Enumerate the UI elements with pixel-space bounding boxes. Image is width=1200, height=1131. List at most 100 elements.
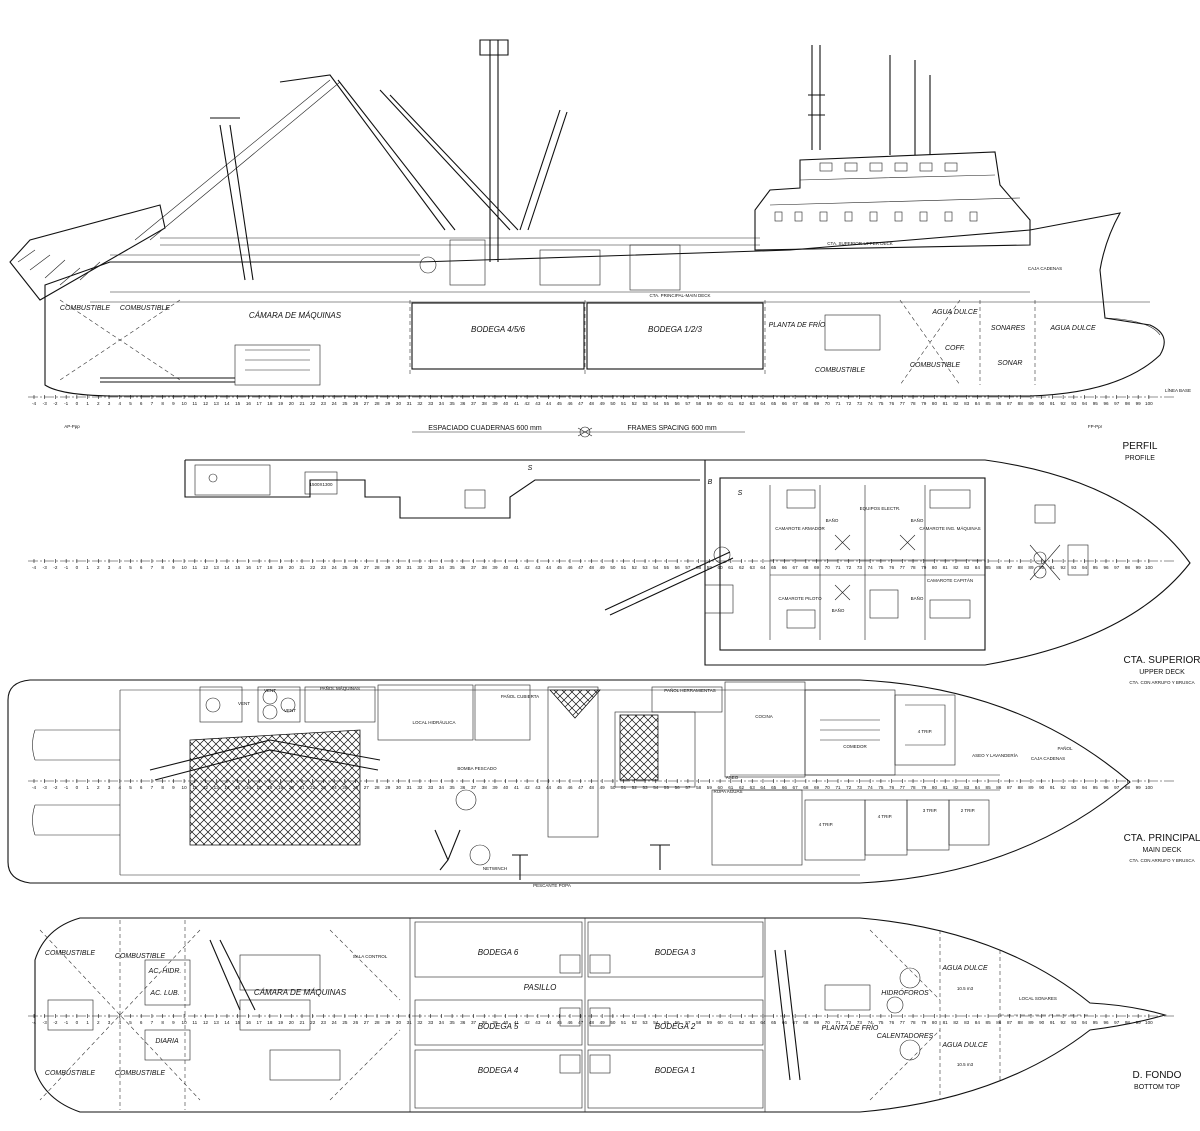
main-deck-frame-number: 91 bbox=[1050, 785, 1056, 790]
bottom-frame-number: 65 bbox=[771, 1020, 777, 1025]
bottom-outline bbox=[34, 917, 1168, 1113]
bottom-frame-number: 68 bbox=[803, 1020, 809, 1025]
upper-deck-frame-number: 4 bbox=[118, 565, 121, 570]
profile-frame-number: 4 bbox=[118, 401, 121, 406]
upper-deck-frame-number: 75 bbox=[878, 565, 884, 570]
profile-frame-number: 21 bbox=[299, 401, 305, 406]
main-deck-frame-number: 75 bbox=[878, 785, 884, 790]
vent-1: VENT bbox=[264, 688, 276, 693]
upper-deck-frame-number: -4 bbox=[32, 565, 37, 570]
stern-davit-label: PESCANTE POPA bbox=[533, 883, 571, 888]
bottom-frame-number: 30 bbox=[396, 1020, 402, 1025]
main-deck-frame-number: 53 bbox=[642, 785, 648, 790]
main-deck-frame-number: 77 bbox=[900, 785, 906, 790]
bottom-frame-number: 58 bbox=[696, 1020, 702, 1025]
main-deck-frame-number: 57 bbox=[685, 785, 691, 790]
upper-bath-3: BAÑO bbox=[832, 607, 845, 613]
main-deck-frame-number: 93 bbox=[1071, 785, 1077, 790]
main-deck-frame-number: 9 bbox=[172, 785, 175, 790]
upper-deck-frame-number: 43 bbox=[535, 565, 541, 570]
bottom-daily: DIARIA bbox=[155, 1038, 179, 1045]
upper-deck-frame-number: 24 bbox=[332, 565, 338, 570]
profile-frame-number: 26 bbox=[353, 401, 359, 406]
main-deck-frame-number: 35 bbox=[450, 785, 456, 790]
main-deck-frame-number: 6 bbox=[140, 785, 143, 790]
profile-coff: COFF. bbox=[945, 345, 965, 352]
profile-frame-number: 89 bbox=[1028, 401, 1034, 406]
bottom-frame-number: 3 bbox=[108, 1020, 111, 1025]
profile-engine-room: CÁMARA DE MÁQUINAS bbox=[249, 311, 342, 320]
profile-frame-number: 97 bbox=[1114, 401, 1120, 406]
upper-deck-frame-number: 85 bbox=[986, 565, 992, 570]
bottom-frame-number: 10 bbox=[182, 1020, 188, 1025]
profile-hull-outline bbox=[44, 212, 1165, 397]
profile-frame-number: 47 bbox=[578, 401, 584, 406]
upper-deck-frame-number: 95 bbox=[1093, 565, 1099, 570]
main-deck-subtitle: MAIN DECK bbox=[1143, 847, 1182, 854]
upper-deck-frame-number: 16 bbox=[246, 565, 252, 570]
main-deck-frame-number: 23 bbox=[321, 785, 327, 790]
upper-deck-frame-number: 26 bbox=[353, 565, 359, 570]
main-deck-frame-number: 80 bbox=[932, 785, 938, 790]
main-deck-frame-number: 100 bbox=[1145, 785, 1153, 790]
main-deck-frame-number: 88 bbox=[1018, 785, 1024, 790]
accommodation-block bbox=[754, 151, 1031, 251]
profile-view: COMBUSTIBLE COMBUSTIBLE CÁMARA DE MÁQUIN… bbox=[9, 39, 1191, 462]
upper-deck-frame-number: 80 bbox=[932, 565, 938, 570]
upper-deck-frame-number: 71 bbox=[835, 565, 841, 570]
bottom-frame-number: 59 bbox=[707, 1020, 713, 1025]
bottom-subtitle: BOTTOM TOP bbox=[1134, 1084, 1180, 1091]
upper-deck-frame-number: 45 bbox=[557, 565, 563, 570]
main-deck-frame-number: 26 bbox=[353, 785, 359, 790]
profile-frame-number: 25 bbox=[342, 401, 348, 406]
bottom-frame-number: 17 bbox=[257, 1020, 263, 1025]
tools-store: PAÑOL HERRAMIENTAS bbox=[664, 687, 715, 693]
upper-deck-frame-number: 2 bbox=[97, 565, 100, 570]
profile-frame-number: 69 bbox=[814, 401, 820, 406]
main-deck-frame-number: 33 bbox=[428, 785, 434, 790]
main-deck-frame-number: 27 bbox=[364, 785, 370, 790]
bottom-frame-number: 38 bbox=[482, 1020, 488, 1025]
bottom-hold-1: BODEGA 1 bbox=[655, 1066, 696, 1075]
main-deck-frame-number: 4 bbox=[118, 785, 121, 790]
upper-deck-frame-number: 13 bbox=[214, 565, 220, 570]
profile-frame-number: 50 bbox=[610, 401, 616, 406]
bottom-frame-number: 46 bbox=[567, 1020, 573, 1025]
profile-frame-number: 12 bbox=[203, 401, 209, 406]
profile-sonar: SONAR bbox=[998, 360, 1023, 367]
profile-frame-number: 51 bbox=[621, 401, 627, 406]
profile-frame-number: 19 bbox=[278, 401, 284, 406]
main-deck-frame-number: 11 bbox=[192, 785, 197, 790]
bottom-frame-number: 25 bbox=[342, 1020, 348, 1025]
main-deck-frame-number: 31 bbox=[407, 785, 413, 790]
upper-deck-frame-number: 35 bbox=[450, 565, 456, 570]
bottom-fw1-volume: 10.5 m3 bbox=[957, 986, 974, 991]
profile-frame-number: -4 bbox=[32, 401, 37, 406]
fish-pump bbox=[455, 789, 477, 811]
upper-deck-frame-number: 36 bbox=[460, 565, 466, 570]
bottom-frame-number: 91 bbox=[1050, 1020, 1056, 1025]
main-deck-frame-number: 22 bbox=[310, 785, 316, 790]
upper-deck-frame-number: 49 bbox=[600, 565, 606, 570]
wash-laundry: ASEO Y LAVANDERÍA bbox=[972, 752, 1018, 758]
profile-frame-number: 58 bbox=[696, 401, 702, 406]
profile-frame-number: 28 bbox=[374, 401, 380, 406]
bottom-hold-6: BODEGA 6 bbox=[478, 948, 519, 957]
bottom-frame-number: 45 bbox=[557, 1020, 563, 1025]
main-deck-frame-number: 25 bbox=[342, 785, 348, 790]
profile-frame-number: 70 bbox=[825, 401, 831, 406]
main-deck-frame-number: 36 bbox=[460, 785, 466, 790]
upper-deck-frame-number: 3 bbox=[108, 565, 111, 570]
bottom-frame-number: -3 bbox=[43, 1020, 48, 1025]
main-wc: ASEO bbox=[726, 775, 739, 780]
profile-fresh-water-2: AGUA DULCE bbox=[1049, 325, 1096, 332]
profile-frame-number: 75 bbox=[878, 401, 884, 406]
main-deck-frame-number: 14 bbox=[224, 785, 230, 790]
bottom-frame-number: 42 bbox=[525, 1020, 531, 1025]
bottom-frame-number: 89 bbox=[1028, 1020, 1034, 1025]
upper-deck-frame-number: 20 bbox=[289, 565, 295, 570]
bottom-frame-number: 35 bbox=[450, 1020, 456, 1025]
main-deck-frame-number: 7 bbox=[151, 785, 154, 790]
main-deck-title: CTA. PRINCIPAL bbox=[1124, 833, 1200, 844]
